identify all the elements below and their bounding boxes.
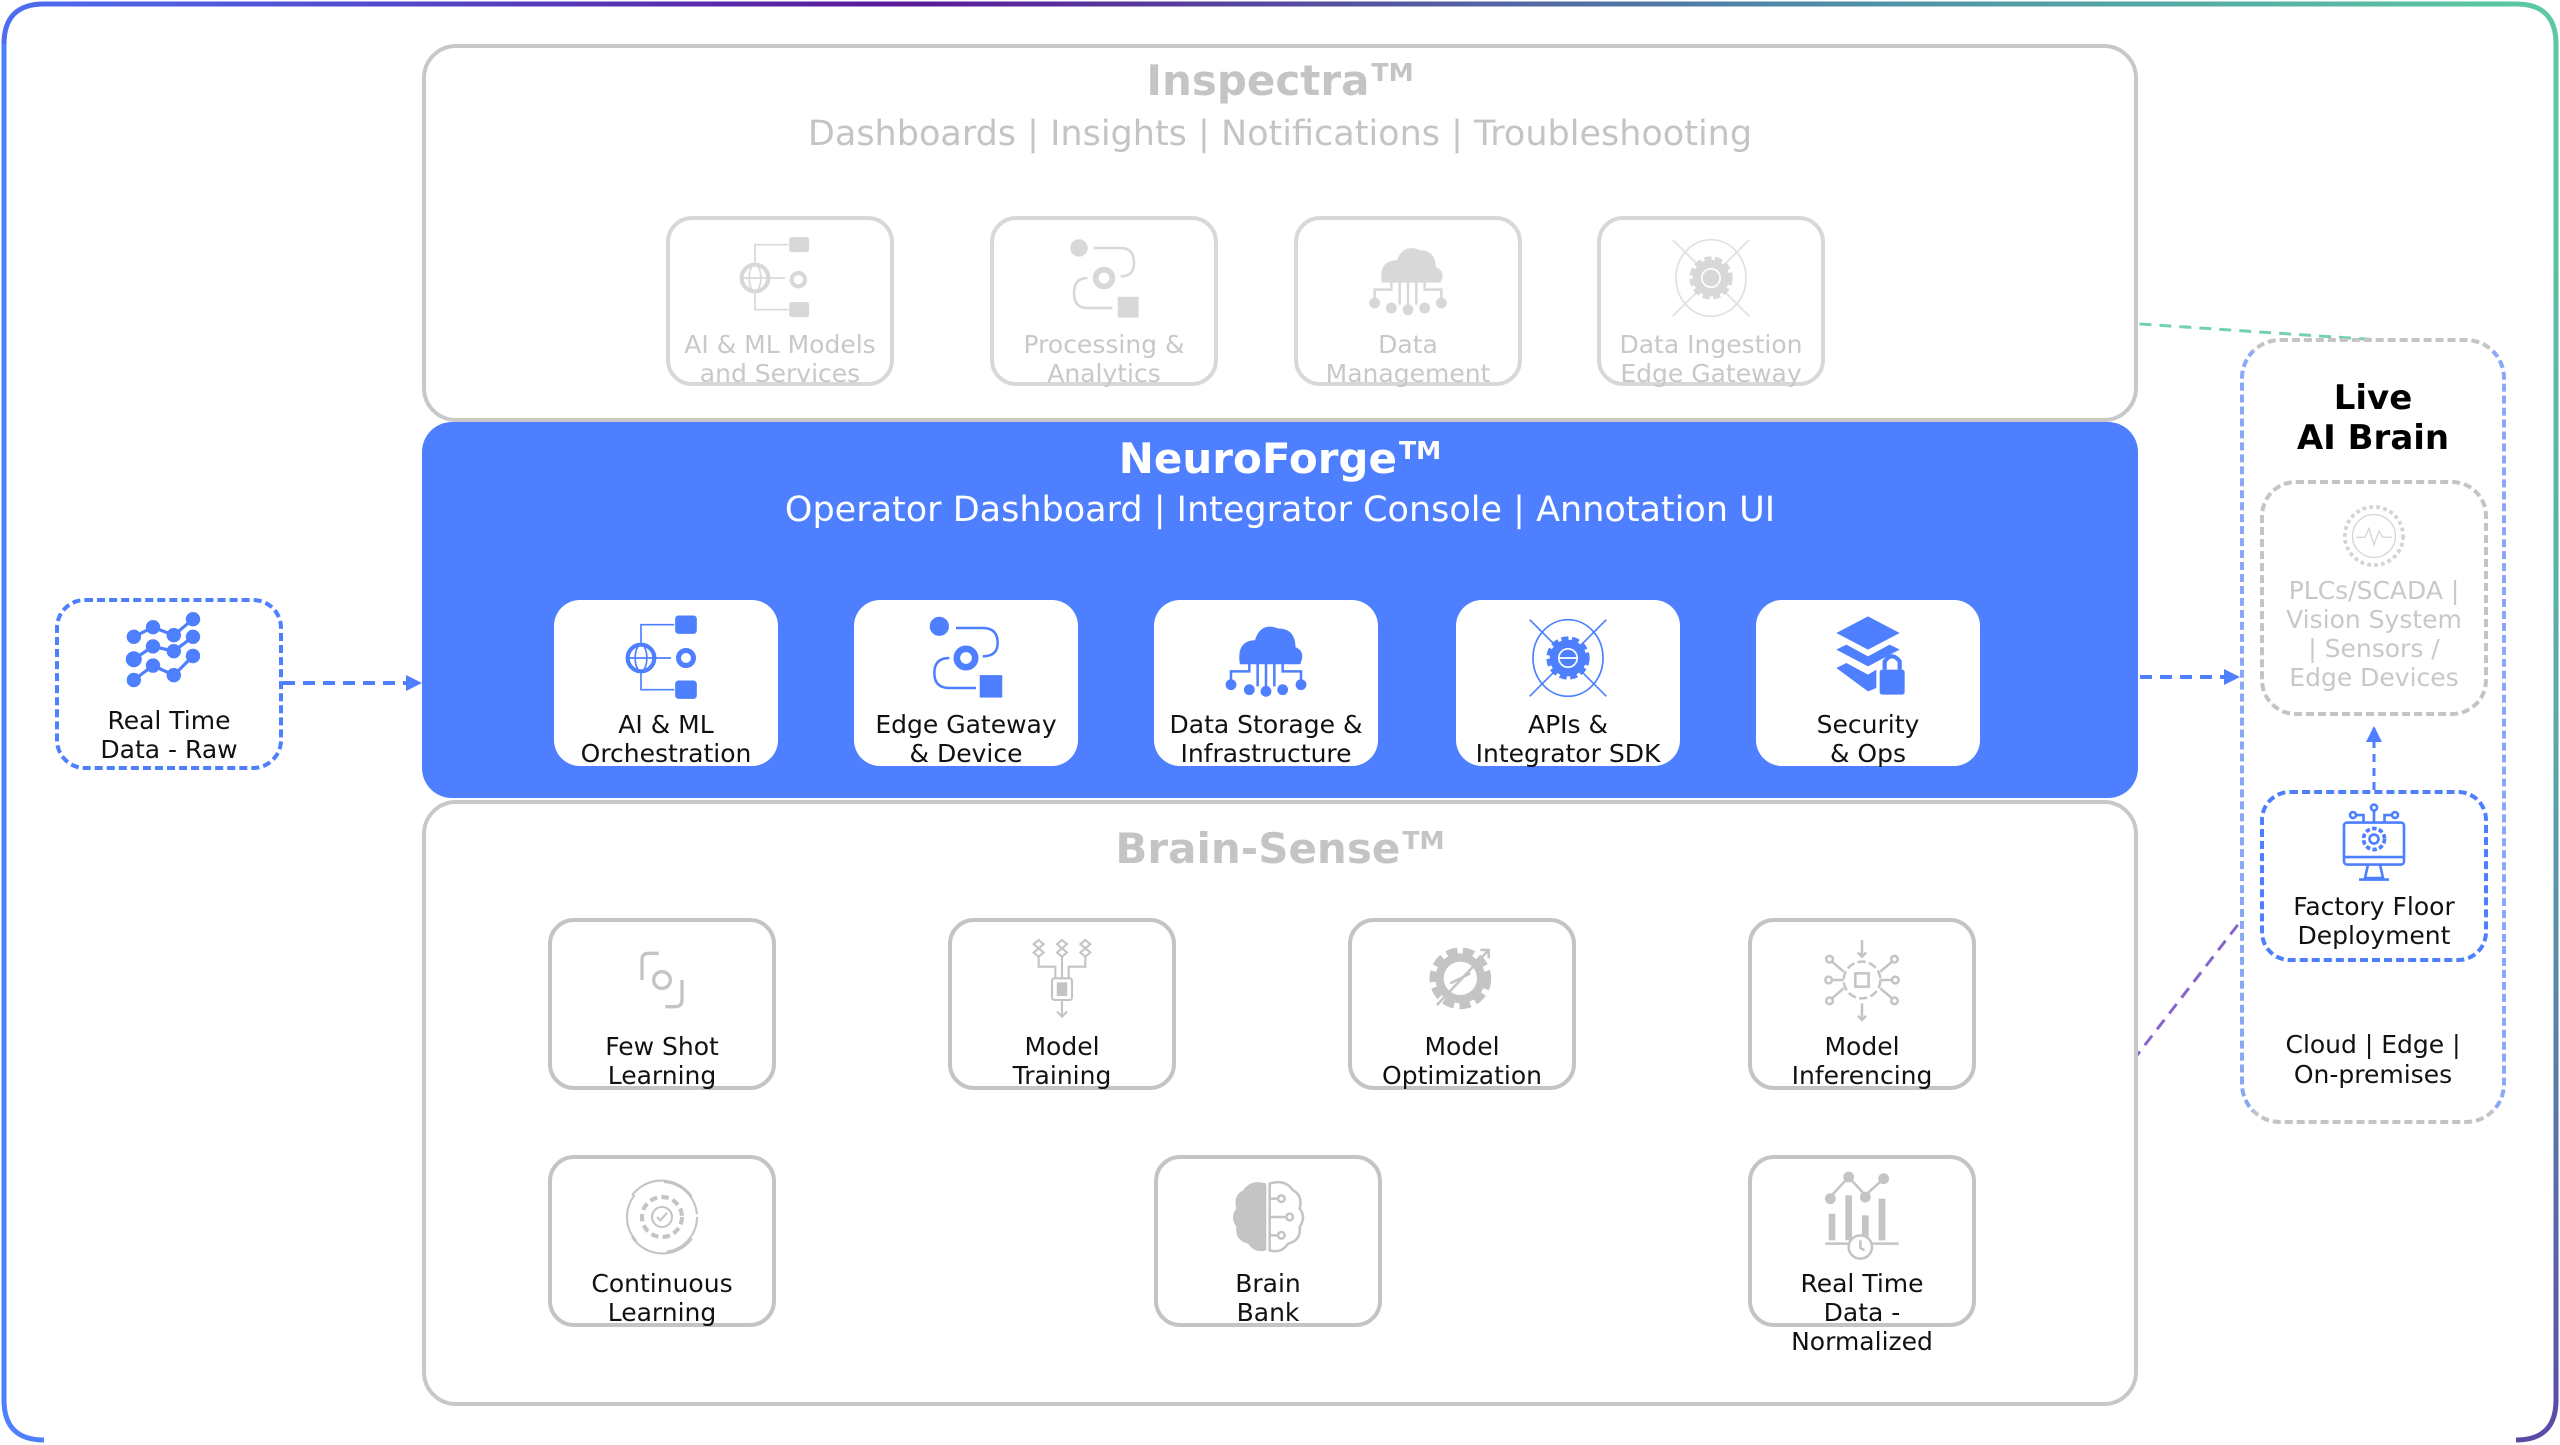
circuit-gear-icon bbox=[1824, 940, 1900, 1022]
brainsense-title: Brain-SenseTM bbox=[426, 824, 2134, 873]
chip-network-icon bbox=[1032, 938, 1092, 1019]
brainsense-tm: TM bbox=[1402, 826, 1445, 856]
brain-circuit-icon bbox=[1233, 1180, 1305, 1253]
neuroforge-card-data-storage[interactable]: Data Storage &Infrastructure bbox=[1154, 600, 1378, 768]
card-label: Security& Ops bbox=[1816, 710, 1920, 768]
card-label: APIs &Integrator SDK bbox=[1475, 710, 1661, 768]
line-chart-multi-icon bbox=[125, 612, 201, 688]
neuroforge-card-security-ops[interactable]: Security& Ops bbox=[1756, 600, 1980, 768]
card-label: Processing &Analytics bbox=[1023, 330, 1185, 388]
org-chart-globe-icon bbox=[739, 237, 810, 318]
card-label: Data Storage &Infrastructure bbox=[1169, 710, 1363, 768]
gear-globe-arrows-icon bbox=[1529, 618, 1607, 698]
neuroforge-title: NeuroForgeTM bbox=[422, 434, 2138, 483]
neuroforge-card-apis-sdk[interactable]: APIs &Integrator SDK bbox=[1456, 600, 1680, 768]
layers-lock-icon bbox=[1836, 616, 1905, 695]
neuroforge-tm: TM bbox=[1398, 436, 1442, 466]
inspectra-title: InspectraTM bbox=[426, 56, 2134, 105]
cloud-network-icon bbox=[1225, 626, 1307, 697]
inspectra-subtitle: Dashboards | Insights | Notifications | … bbox=[807, 114, 1753, 154]
process-cycle-icon bbox=[929, 616, 1003, 698]
cloud-network-icon bbox=[1369, 248, 1447, 316]
neuroforge-title-text: NeuroForge bbox=[1118, 434, 1397, 483]
focus-frame-icon bbox=[640, 951, 684, 1009]
neuroforge-card-edge-gateway[interactable]: Edge Gateway& Device bbox=[854, 600, 1078, 768]
deployment-targets: Cloud | Edge |On-premises bbox=[2285, 1030, 2461, 1089]
inspectra-tm: TM bbox=[1371, 58, 1414, 88]
frame-right bbox=[2515, 44, 2559, 1443]
gear-cycle-check-icon bbox=[625, 1179, 699, 1255]
gear-trend-icon bbox=[1429, 947, 1492, 1010]
card-label: Edge Gateway& Device bbox=[875, 710, 1057, 768]
process-cycle-icon bbox=[1070, 239, 1139, 318]
frame-top bbox=[1, 1, 2559, 45]
live-brain-panel bbox=[2240, 338, 2506, 1124]
org-chart-globe-icon bbox=[625, 615, 697, 699]
frame-left bbox=[1, 44, 45, 1443]
inspectra-card-processing-analytics[interactable]: Processing &Analytics bbox=[990, 216, 1218, 388]
neuroforge-subtitle: Operator Dashboard | Integrator Console … bbox=[784, 490, 1776, 530]
monitor-gear-icon bbox=[2342, 803, 2406, 881]
edge-devices-box[interactable]: PLCs/SCADA |Vision System| Sensors /Edge… bbox=[2260, 480, 2488, 716]
gear-globe-arrows-icon bbox=[1672, 238, 1750, 318]
bar-chart-clock-icon bbox=[1824, 1171, 1899, 1260]
gear-pulse-icon bbox=[2342, 504, 2406, 568]
inspectra-title-text: Inspectra bbox=[1146, 56, 1370, 105]
card-label: PLCs/SCADA |Vision System| Sensors /Edge… bbox=[2286, 576, 2462, 692]
brainsense-title-text: Brain-Sense bbox=[1115, 824, 1401, 873]
